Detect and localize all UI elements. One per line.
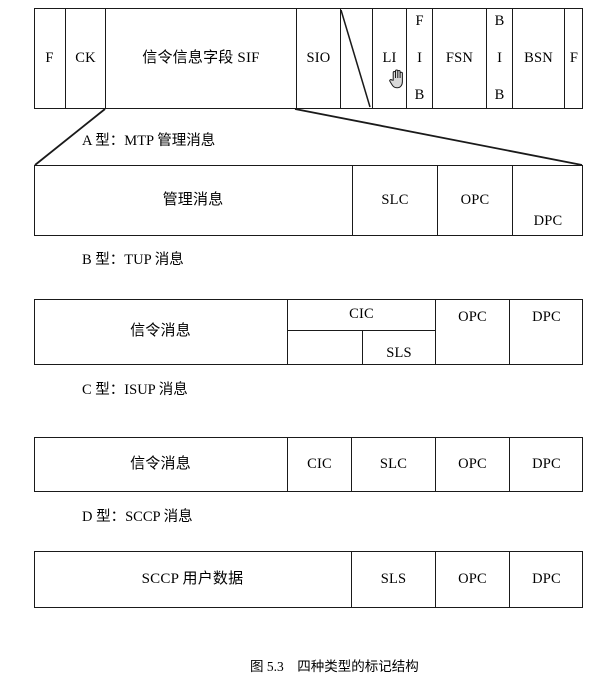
field-opc: OPC [437,165,512,236]
field-opc: OPC [435,299,509,365]
field-fsn: FSN [432,8,486,109]
field-slc: SLC [352,165,437,236]
field-sccp-user-data: SCCP 用户数据 [34,551,351,608]
field-label-line-2: I [497,49,502,66]
isup-frame [34,299,583,365]
field-label: OPC [458,456,487,473]
hand-cursor [389,69,403,89]
field-sls: SLS [362,330,435,365]
field-slc: SLC [351,437,435,492]
field-li: LI [372,8,406,109]
field-dpc: DPC [512,165,583,236]
sccp-userdata-frame [34,551,583,608]
field-sio: SIO [296,8,340,109]
field-label: SLC [379,456,408,473]
field-signalling-message: 信令消息 [34,299,287,365]
field-label: SIO [306,50,331,67]
field-dpc: DPC [509,551,583,608]
field-opc: OPC [435,551,509,608]
field-label: CIC [349,306,374,323]
field-cic-sub-blank [287,330,362,365]
field-label: 信令消息 [130,455,191,472]
field-bsn: BSN [512,8,564,109]
field-label-line-3: B [414,86,425,103]
field-f-close: F [564,8,583,109]
field-spare [340,8,372,109]
field-f-open: F [34,8,65,109]
field-label: SLC [381,192,409,209]
sccp-frame-caption: D 型：SCCP 消息 [82,509,193,525]
field-label-stack: F I B [415,8,425,109]
field-sls: SLS [351,551,435,608]
mtp-frame [34,8,583,109]
field-label: FSN [445,50,474,67]
field-label-line-1: F [415,13,424,29]
figure-caption: 图 5.3 四种类型的标记结构 [250,659,419,674]
tup-frame [34,165,583,236]
field-label: DPC [533,213,563,230]
field-label: CK [75,50,96,67]
field-sif: 信令信息字段 SIF [105,8,296,109]
field-label: OPC [458,309,487,325]
field-label: BSN [524,50,553,67]
field-label: DPC [532,309,561,325]
field-ck: CK [65,8,105,109]
sccp-frame [34,437,583,492]
field-label: F [569,50,579,67]
field-bib: B I B [486,8,512,109]
field-opc: OPC [435,437,509,492]
field-label: 管理消息 [162,191,224,208]
field-cic: CIC [287,437,351,492]
field-fib: F I B [406,8,432,109]
field-label: SLS [386,345,412,362]
field-label: OPC [460,192,490,209]
field-label: OPC [458,571,487,588]
field-dpc: DPC [509,437,583,492]
field-label: F [45,50,54,67]
field-label-line-2: I [417,49,422,66]
field-label: SLS [380,571,407,588]
field-label: CIC [307,456,332,473]
field-label: SCCP 用户数据 [141,570,244,587]
field-management-message: 管理消息 [34,165,352,236]
field-label-stack: B I B [495,8,505,109]
field-signalling-message: 信令消息 [34,437,287,492]
field-label: LI [382,50,397,67]
field-label: DPC [532,571,561,588]
tup-frame-caption: B 型：TUP 消息 [82,252,184,268]
field-dpc: DPC [509,299,583,365]
isup-frame-caption: C 型：ISUP 消息 [82,382,188,398]
field-label-line-1: B [494,13,505,29]
field-cic: CIC [287,299,435,330]
field-label: 信令信息字段 SIF [142,49,260,66]
field-label: DPC [532,456,561,473]
mtp-frame-caption: A 型：MTP 管理消息 [82,133,216,149]
field-label-line-3: B [494,86,505,103]
expansion-connector-right [294,108,583,166]
field-label: 信令消息 [130,323,191,340]
